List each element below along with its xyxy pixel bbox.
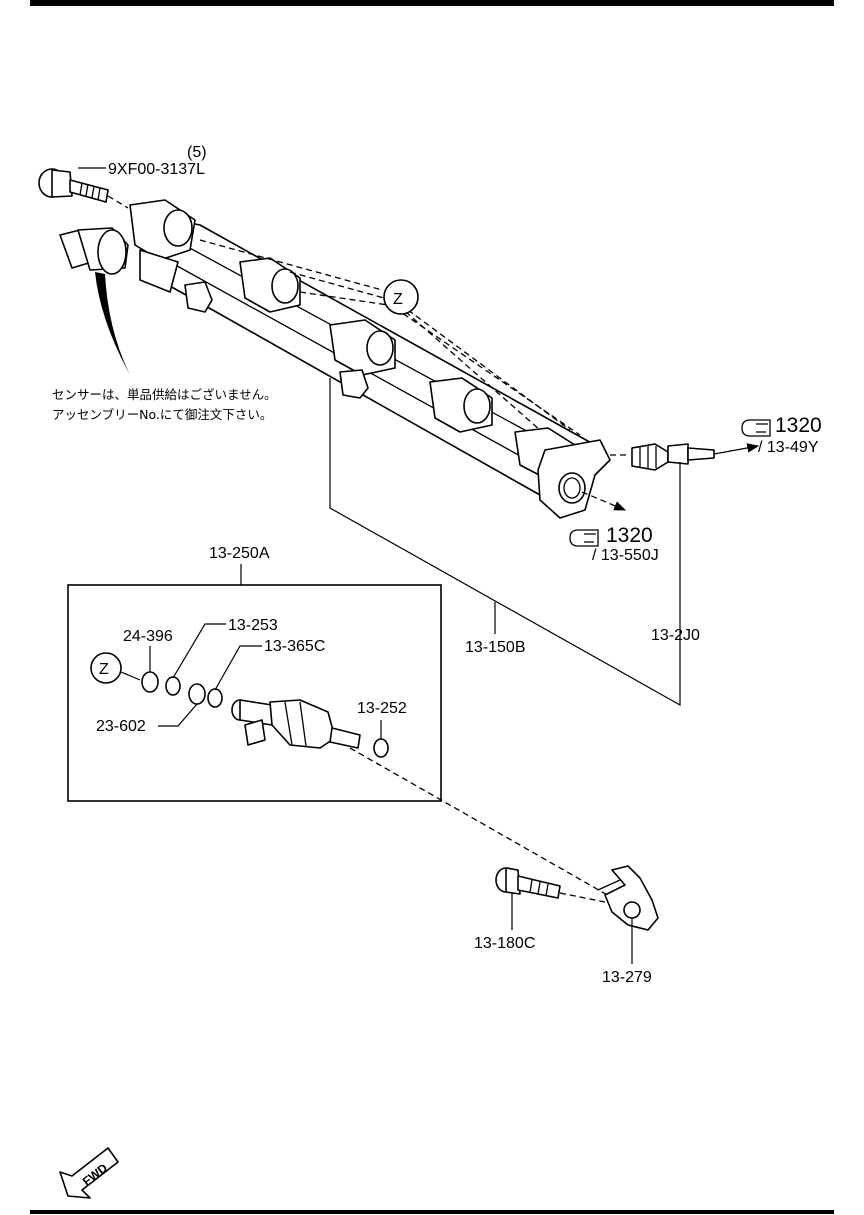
part-13253-label: 13-253 [228,617,278,634]
o-ring-23-602 [188,683,206,705]
injector-cup [129,199,196,261]
injector-assy-label: 13-250A [209,545,270,562]
bottom-border [30,1210,834,1214]
part-13365c-label: 13-365C [264,638,325,655]
ref-13550j-label: / 13-550J [592,547,659,564]
o-ring-13-365c [207,688,223,708]
bolt-quantity-label: (5) [187,144,207,161]
ref-1320-right-label: 1320 [775,414,822,437]
ref-z-box-label: Z [99,661,109,678]
lower-bolt [495,867,561,899]
top-border [30,0,834,6]
fuel-injector [231,699,389,758]
injector-bracket [597,865,659,931]
sensor-note-line2: アッセンブリーNo.にて御注文下さい。 [52,407,272,422]
rail-sensor [59,227,179,375]
injector-cup [239,257,301,313]
ref-z-top-circle [383,279,419,315]
ref-z-box-circle [90,652,122,684]
rail-end-flange [537,439,611,519]
pressure-sensor-label: 13-2J0 [651,627,700,644]
seal-13-252 [373,738,389,758]
part-13252-label: 13-252 [357,700,407,717]
injector-assy-box [67,584,442,802]
bracket-label: 13-279 [602,969,652,986]
forward-direction-icon: FWD [59,1147,119,1199]
part-23602-label: 23-602 [96,718,146,735]
fuel-rail-assembly [129,199,611,519]
ref-1320-mid-label: 1320 [606,524,653,547]
part-24396-label: 24-396 [123,628,173,645]
rail-bolt [38,168,109,203]
pressure-sensor [631,443,715,471]
fuel-rail-label: 13-150B [465,639,526,656]
ref-1320-mid: 1320 / 13-550J [569,524,659,564]
ref-1349y-label: / 13-49Y [758,439,819,456]
lower-bolt-label: 13-180C [474,935,535,952]
o-ring-13-253 [165,676,181,696]
ref-1320-right: 1320 / 13-49Y [741,414,822,456]
injector-cup [329,319,396,376]
o-ring-24-396 [141,671,159,693]
ref-z-top-label: Z [393,291,403,308]
sensor-note-line1: センサーは、単品供給はございません。 [52,387,277,402]
injector-cup [429,377,493,433]
bolt-part-label: 9XF00-3137L [108,161,205,178]
